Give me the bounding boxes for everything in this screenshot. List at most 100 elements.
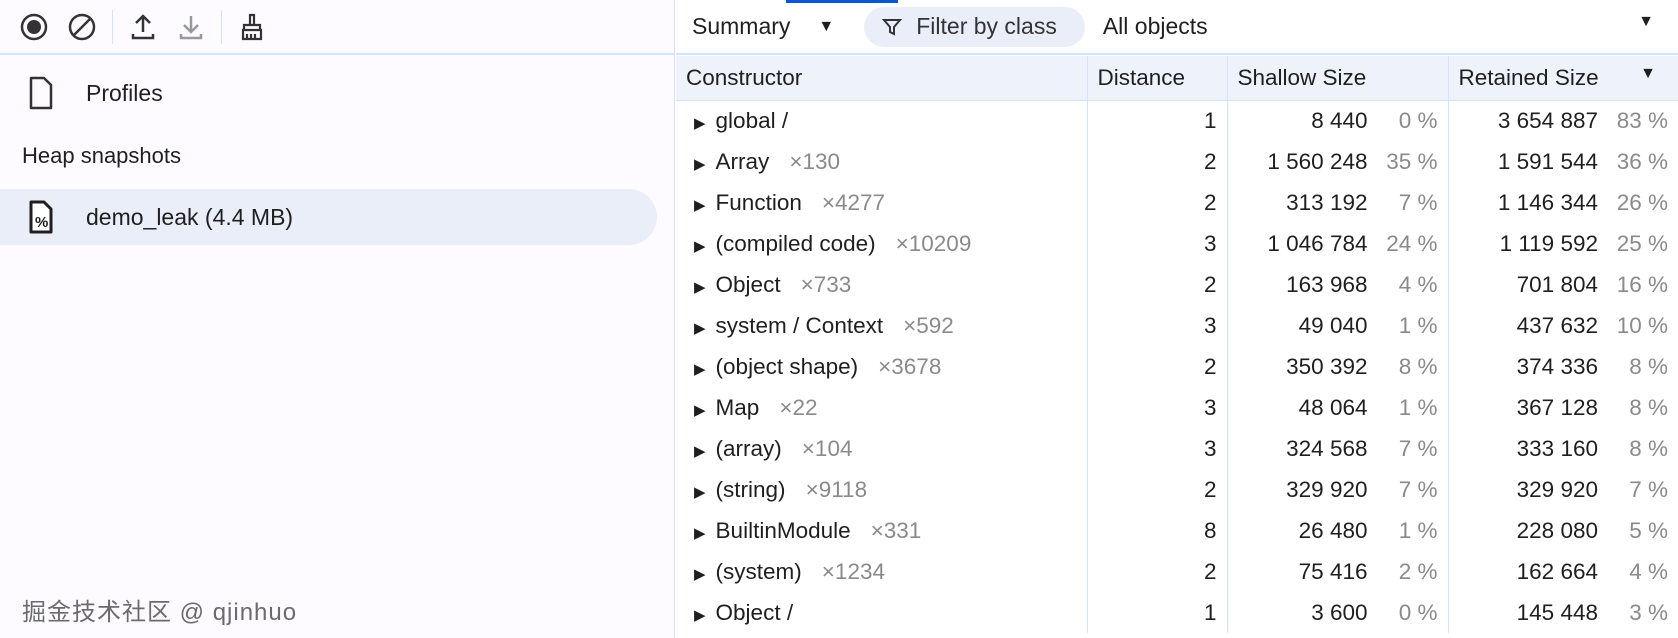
instance-count: ×4277 xyxy=(821,189,886,215)
retained-percent: 10 % xyxy=(1616,312,1668,338)
expand-arrow-icon[interactable]: ▶ xyxy=(694,114,706,132)
save-profile-button[interactable] xyxy=(167,7,215,47)
expand-arrow-icon[interactable]: ▶ xyxy=(694,237,706,255)
class-filter-input[interactable]: Filter by class xyxy=(864,6,1085,47)
constructor-name: Function xyxy=(715,189,802,215)
sidebar-item-profiles[interactable]: Profiles xyxy=(0,65,674,121)
constructor-cell: ▶ Object / xyxy=(676,592,1088,633)
objects-select-value: All objects xyxy=(1102,13,1208,39)
file-icon xyxy=(28,76,58,110)
shallow-size: 49 040 xyxy=(1298,312,1368,338)
constructor-cell: ▶system / Context×592 xyxy=(676,305,1088,346)
expand-arrow-icon[interactable]: ▶ xyxy=(694,483,706,501)
divider xyxy=(112,9,113,44)
snapshot-label: demo_leak (4.4 MB) xyxy=(86,203,294,230)
record-button[interactable] xyxy=(10,7,58,47)
expand-arrow-icon[interactable]: ▶ xyxy=(694,401,706,419)
retained-percent: 8 % xyxy=(1629,353,1668,379)
shallow-size: 329 920 xyxy=(1286,476,1368,502)
column-shallow-size[interactable]: Shallow Size xyxy=(1227,56,1449,101)
shallow-percent: 7 % xyxy=(1398,476,1438,502)
shallow-percent: 8 % xyxy=(1398,353,1438,379)
constructor-name: global / xyxy=(715,107,789,133)
snapshot-item-demo-leak[interactable]: % demo_leak (4.4 MB) xyxy=(0,189,657,245)
column-constructor[interactable]: Constructor xyxy=(676,56,1088,101)
retained-percent: 7 % xyxy=(1629,476,1668,502)
instance-count: ×9118 xyxy=(805,476,868,502)
constructor-name: (array) xyxy=(715,435,782,461)
download-icon xyxy=(179,15,203,39)
retained-size: 329 920 xyxy=(1516,476,1598,502)
collect-garbage-button[interactable] xyxy=(228,7,276,47)
expand-arrow-icon[interactable]: ▶ xyxy=(694,565,706,583)
profiler-toolbar xyxy=(0,0,674,55)
filter-placeholder: Filter by class xyxy=(916,13,1057,39)
watermark: 掘金技术社区 @ qjinhuo xyxy=(22,599,298,626)
constructor-name: (compiled code) xyxy=(715,230,876,256)
constructor-cell: ▶(compiled code)×10209 xyxy=(676,223,1088,264)
column-distance[interactable]: Distance xyxy=(1087,56,1228,101)
load-profile-button[interactable] xyxy=(119,7,167,47)
instance-count: ×130 xyxy=(789,148,840,174)
shallow-percent: 4 % xyxy=(1398,271,1438,297)
retained-percent: 8 % xyxy=(1629,435,1668,461)
section-heading: Heap snapshots xyxy=(22,143,181,168)
filter-icon xyxy=(882,18,903,36)
shallow-percent: 0 % xyxy=(1398,599,1438,625)
broom-icon xyxy=(241,13,263,40)
constructor-name: Object / xyxy=(715,599,794,625)
shallow-size: 48 064 xyxy=(1298,394,1368,420)
shallow-size-cell: 350 392 8 % xyxy=(1227,346,1449,387)
shallow-size: 324 568 xyxy=(1286,435,1368,461)
shallow-size: 1 560 248 xyxy=(1267,148,1368,174)
distance-cell: 1 xyxy=(1087,592,1228,633)
sidebar: Profiles Heap snapshots % demo_leak (4.4… xyxy=(0,0,675,638)
constructor-name: Object xyxy=(715,271,781,297)
shallow-size: 3 600 xyxy=(1311,599,1368,625)
expand-arrow-icon[interactable]: ▶ xyxy=(694,524,706,542)
divider xyxy=(221,9,222,44)
column-retained-size[interactable]: Retained Size▼ xyxy=(1448,56,1678,101)
expand-arrow-icon[interactable]: ▶ xyxy=(694,196,706,214)
expand-arrow-icon[interactable]: ▶ xyxy=(694,360,706,378)
constructor-cell: ▶ global / xyxy=(676,100,1088,141)
objects-select[interactable]: All objects▼ xyxy=(1103,13,1678,40)
expand-arrow-icon[interactable]: ▶ xyxy=(694,278,706,296)
expand-arrow-icon[interactable]: ▶ xyxy=(694,155,706,173)
expand-arrow-icon[interactable]: ▶ xyxy=(694,442,706,460)
distance-cell: 2 xyxy=(1087,264,1228,305)
distance-cell: 3 xyxy=(1087,223,1228,264)
shallow-percent: 0 % xyxy=(1398,107,1438,133)
retained-percent: 5 % xyxy=(1629,517,1668,543)
instance-count: ×3678 xyxy=(878,353,942,379)
clear-button[interactable] xyxy=(58,7,106,47)
instance-count: ×733 xyxy=(800,271,852,297)
expand-arrow-icon[interactable]: ▶ xyxy=(694,319,706,337)
constructor-cell: ▶(string)×9118 xyxy=(676,469,1088,510)
view-select[interactable]: Summary▼ xyxy=(676,13,834,40)
shallow-size: 163 968 xyxy=(1286,271,1368,297)
shallow-size: 350 392 xyxy=(1286,353,1368,379)
expand-arrow-icon[interactable]: ▶ xyxy=(694,606,706,624)
